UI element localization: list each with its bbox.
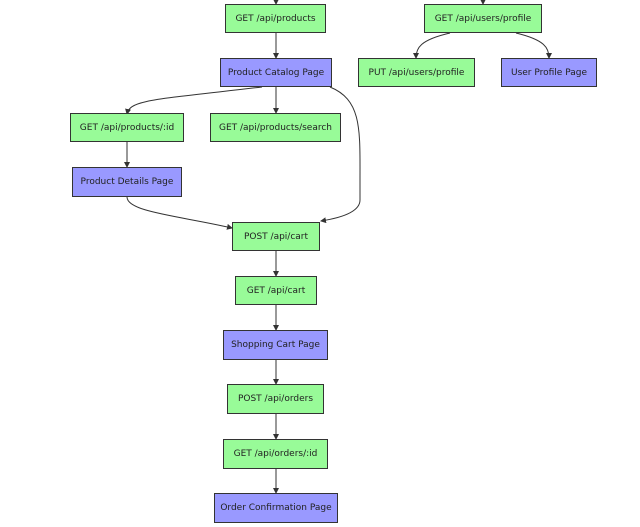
node-post-orders: POST /api/orders [227, 384, 324, 414]
edge-catalog-post-cart [320, 86, 361, 224]
node-product-details-page: Product Details Page [72, 167, 182, 197]
node-get-order-by-id: GET /api/orders/:id [223, 439, 328, 469]
node-get-products: GET /api/products [225, 4, 326, 33]
node-put-user-profile: PUT /api/users/profile [358, 58, 475, 87]
node-post-cart: POST /api/cart [232, 222, 320, 251]
node-product-catalog-page: Product Catalog Page [220, 58, 332, 87]
edge-profile-user-page [515, 32, 552, 59]
node-order-confirmation-page: Order Confirmation Page [214, 493, 338, 523]
node-get-user-profile: GET /api/users/profile [424, 4, 542, 33]
edge-catalog-product-id [125, 86, 263, 115]
node-get-product-search: GET /api/products/search [210, 113, 341, 142]
node-get-cart: GET /api/cart [235, 276, 317, 305]
node-shopping-cart-page: Shopping Cart Page [223, 330, 328, 360]
edge-profile-put [413, 32, 451, 59]
node-user-profile-page: User Profile Page [501, 58, 597, 87]
edge-details-post-cart [126, 196, 233, 230]
node-get-product-by-id: GET /api/products/:id [70, 113, 184, 142]
